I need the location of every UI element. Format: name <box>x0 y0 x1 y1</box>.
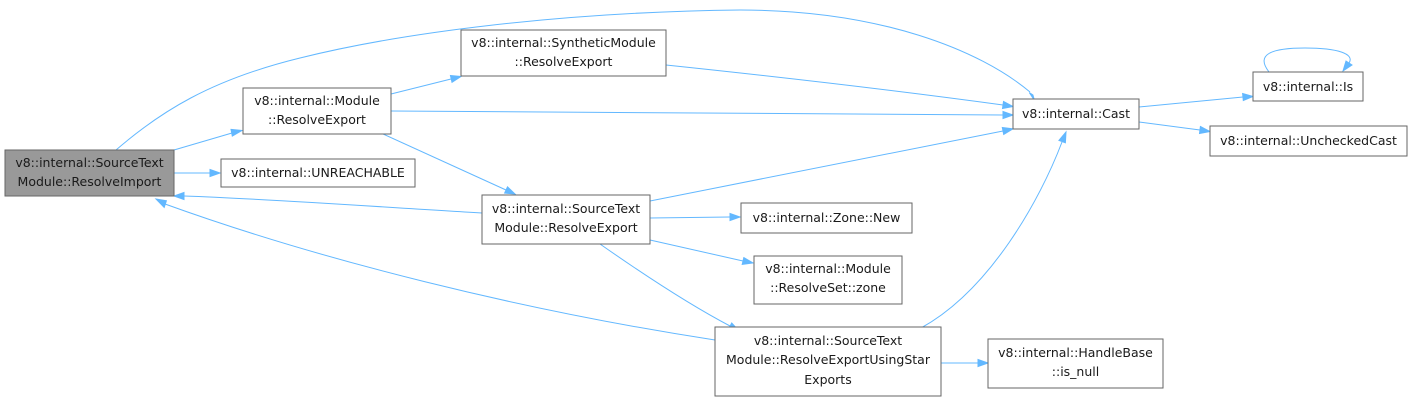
node-label-line: v8::internal::SourceText <box>492 201 640 216</box>
node-synthetic-module-resolve-export[interactable]: v8::internal::SyntheticModule ::ResolveE… <box>460 29 667 77</box>
edge-resolve-import-to-cast <box>115 9 1035 151</box>
node-label-line: v8::internal::UNREACHABLE <box>231 165 405 180</box>
node-label-line: v8::internal::SourceText <box>754 333 902 348</box>
node-label-line: ::ResolveExport <box>268 112 366 127</box>
node-source-text-module-resolve-export[interactable]: v8::internal::SourceText Module::Resolve… <box>481 194 651 245</box>
edge-module-resolve-export-to-synthetic <box>390 74 463 95</box>
edge-source-text-resolve-export-to-star-exports <box>599 243 741 332</box>
node-label-line: v8::internal::Module <box>765 261 891 276</box>
node-label-line: v8::internal::UncheckedCast <box>1220 133 1397 148</box>
edge-source-text-resolve-export-to-zone-new <box>649 212 742 222</box>
node-resolve-export-using-star-exports[interactable]: v8::internal::SourceText Module::Resolve… <box>714 326 942 397</box>
node-label-line: v8::internal::Module <box>254 93 380 108</box>
edge-star-exports-to-cast <box>920 130 1067 329</box>
node-label-line: ::ResolveSet::zone <box>770 280 886 295</box>
node-module-resolve-export[interactable]: v8::internal::Module ::ResolveExport <box>242 87 392 135</box>
node-label-line: v8::internal::Cast <box>1022 106 1130 121</box>
edge-module-resolve-export-to-cast <box>390 110 1015 120</box>
node-label-line: v8::internal::HandleBase <box>998 345 1153 360</box>
node-label-line: v8::internal::Is <box>1263 79 1353 94</box>
node-unchecked-cast[interactable]: v8::internal::UncheckedCast <box>1209 125 1408 157</box>
node-label-line: v8::internal::SourceText <box>15 155 163 170</box>
edge-cast-to-is <box>1138 92 1255 108</box>
node-label-line: ::is_null <box>1052 364 1099 379</box>
edge-source-text-resolve-export-to-resolve-set-zone <box>649 239 755 265</box>
node-label-line: Module::ResolveExportUsingStar <box>726 352 931 367</box>
edge-module-resolve-export-to-source-text-resolve-export <box>371 128 517 195</box>
node-handle-base-is-null[interactable]: v8::internal::HandleBase ::is_null <box>987 338 1164 389</box>
edge-synthetic-to-cast <box>665 64 1015 110</box>
node-source-text-module-resolve-import[interactable]: v8::internal::SourceText Module::Resolve… <box>4 149 175 197</box>
node-cast[interactable]: v8::internal::Cast <box>1012 98 1140 130</box>
node-label-line: v8::internal::Zone::New <box>753 210 901 225</box>
node-label-line: v8::internal::SyntheticModule <box>471 35 656 50</box>
edge-is-self-loop <box>1263 47 1353 73</box>
node-label-line: ::ResolveExport <box>515 54 613 69</box>
edge-star-exports-to-handle-base-is-null <box>941 358 990 368</box>
edge-source-text-resolve-export-to-cast <box>649 126 1015 202</box>
node-unreachable[interactable]: v8::internal::UNREACHABLE <box>220 158 416 188</box>
edge-cast-to-unchecked-cast <box>1138 121 1212 135</box>
node-label-line: Exports <box>804 372 851 387</box>
edge-source-text-resolve-export-to-resolve-import <box>172 191 483 214</box>
node-resolve-set-zone[interactable]: v8::internal::Module ::ResolveSet::zone <box>753 255 903 305</box>
edge-resolve-import-to-unreachable <box>174 168 222 178</box>
node-label-line: Module::ResolveImport <box>18 174 162 189</box>
node-label-line: Module::ResolveExport <box>494 220 637 235</box>
edge-star-exports-to-resolve-import <box>154 198 716 341</box>
node-zone-new[interactable]: v8::internal::Zone::New <box>740 202 913 234</box>
edge-resolve-import-to-module-resolve-export <box>173 128 244 151</box>
node-is[interactable]: v8::internal::Is <box>1252 71 1364 102</box>
